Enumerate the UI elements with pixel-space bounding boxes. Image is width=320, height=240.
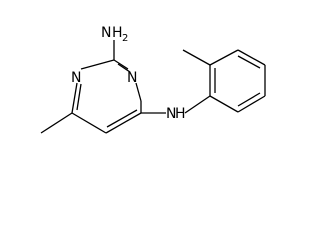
atom-ring-n-right: N [127, 70, 137, 86]
atom-nh2-n: N [101, 25, 111, 41]
atom-linker-n: N [166, 106, 176, 122]
atom-ring-n-left: N [71, 70, 81, 86]
bond-c2-n3-double [117, 63, 131, 73]
bond-c6-c5 [71, 112, 107, 134]
bond-ph-c2-c3 [209, 49, 239, 66]
bond-nh-phenyl [184, 95, 211, 114]
bond-c2-n3 [113, 59, 129, 70]
bonds [40, 40, 266, 134]
bond-n3-c4 [135, 82, 142, 102]
bond-ph-c5-c6-double [237, 92, 261, 107]
bond-n1-c6-double [76, 83, 82, 111]
bond-ph-c6-c1 [209, 95, 239, 113]
molecule-svg: N H 2 N N N H [40, 25, 266, 134]
bond-ph-c5-c6 [237, 95, 266, 113]
structure-diagram: N H 2 N N N H [40, 25, 266, 134]
bond-c5-c4-double [106, 109, 138, 128]
bond-ph-c3-c4 [237, 49, 266, 66]
atom-nh2-h: H [112, 25, 123, 41]
bond-c2-n1 [80, 59, 115, 70]
bond-c5-c4 [105, 112, 142, 134]
atom-linker-h: H [175, 106, 186, 122]
bond-n1-c6 [71, 82, 78, 114]
bond-c6-methyl [40, 112, 73, 134]
atom-nh2-subscript: 2 [122, 33, 128, 44]
bond-ph-c3-c4-double [237, 55, 261, 69]
atom-labels: N H 2 N N N H [71, 25, 186, 122]
bond-ph-methyl [182, 49, 211, 66]
